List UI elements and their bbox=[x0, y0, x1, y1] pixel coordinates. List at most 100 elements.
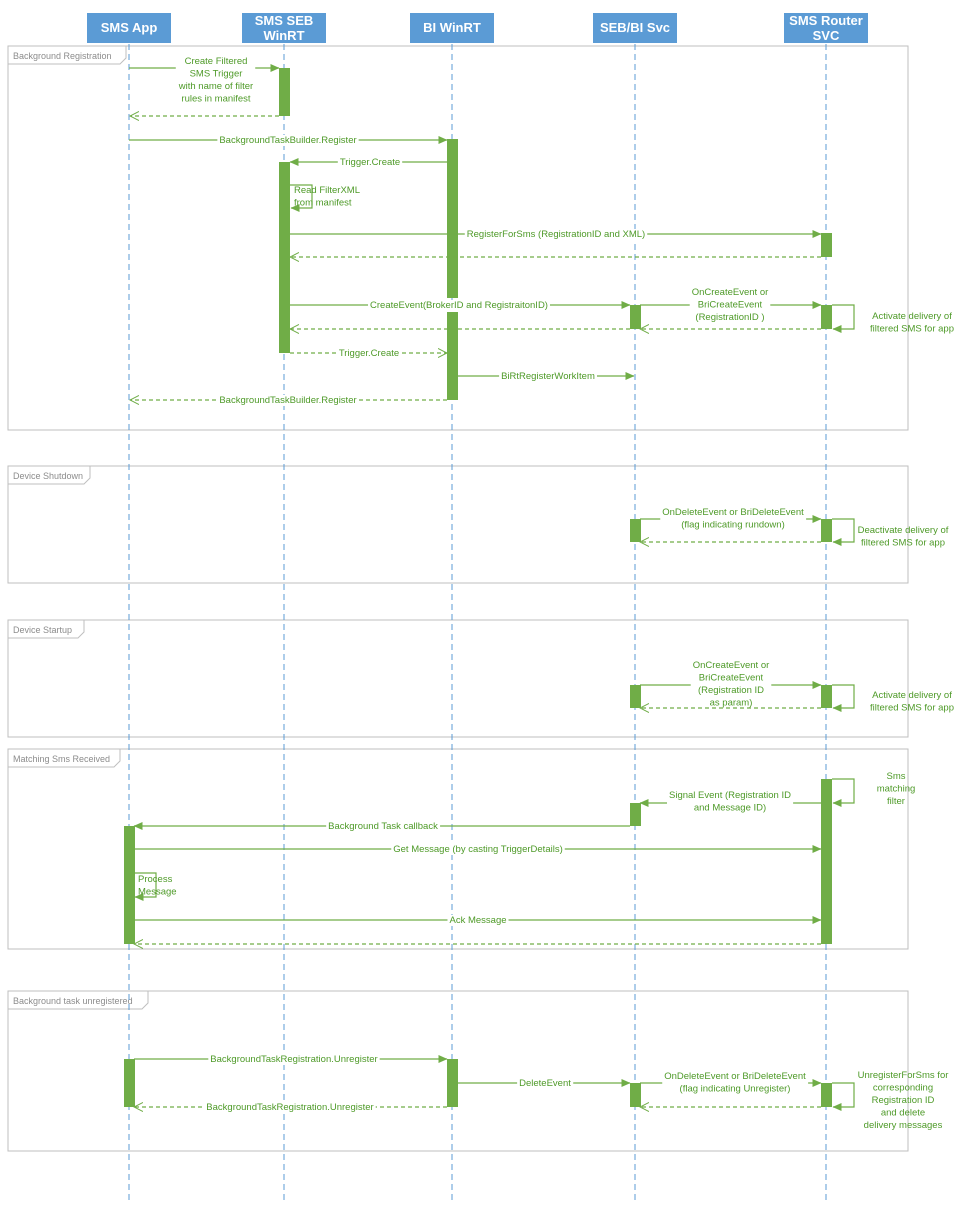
message-m13: Trigger.Create bbox=[290, 348, 447, 359]
message-label: BackgroundTaskRegistration.Unregister bbox=[206, 1102, 373, 1113]
frame-startup: Device Startup bbox=[7, 619, 909, 738]
message-label-bg bbox=[689, 287, 771, 323]
message-label: RegisterForSms (RegistrationID and XML) bbox=[467, 229, 645, 240]
activation-bar-bi bbox=[447, 312, 458, 400]
self-message-arrow bbox=[832, 684, 855, 712]
message-label-bg bbox=[662, 1071, 809, 1095]
activation-bar-bi bbox=[447, 139, 458, 298]
activation-bar-seb bbox=[279, 162, 290, 353]
message-label-bg bbox=[690, 660, 772, 709]
message-label-bg bbox=[447, 915, 509, 926]
self-message-arrow bbox=[832, 518, 855, 546]
message-m29: BackgroundTaskRegistration.Unregister bbox=[134, 1054, 448, 1065]
message-label: Ack Message bbox=[449, 915, 506, 926]
activation-bar-router bbox=[821, 519, 832, 542]
message-label-bg bbox=[499, 371, 597, 382]
frame-border bbox=[7, 45, 909, 431]
message-label: DeleteEvent bbox=[519, 1078, 571, 1089]
self-message-arrow bbox=[134, 872, 157, 901]
participant-label: BI WinRT bbox=[423, 20, 481, 35]
message-label-bg bbox=[368, 300, 550, 311]
frame-title: Background Registration bbox=[13, 51, 112, 61]
message-label-bg bbox=[517, 1078, 574, 1089]
participant-svc: SEB/BI Svc bbox=[593, 13, 677, 43]
message-m14: BiRtRegisterWorkItem bbox=[458, 371, 635, 382]
message-label: Trigger.Create bbox=[340, 157, 400, 168]
message-m8: CreateEvent(BrokerID and RegistraitonID) bbox=[290, 300, 631, 311]
frame-title: Matching Sms Received bbox=[13, 754, 110, 764]
participant-box bbox=[87, 13, 171, 43]
participant-label: SMS App bbox=[101, 20, 158, 35]
message-label: OnDeleteEvent or BriDeleteEvent(flag ind… bbox=[662, 507, 804, 531]
message-m16: OnDeleteEvent or BriDeleteEvent(flag ind… bbox=[640, 507, 822, 531]
activation-bar-app bbox=[124, 826, 135, 944]
activation-bar-svc bbox=[630, 685, 641, 708]
activation-bar-router bbox=[821, 685, 832, 708]
message-label-bg bbox=[217, 395, 359, 406]
message-m6: RegisterForSms (RegistrationID and XML) bbox=[290, 229, 822, 240]
participant-box bbox=[784, 13, 868, 43]
participant-box bbox=[410, 13, 494, 43]
frame-title: Device Startup bbox=[13, 625, 72, 635]
message-m15: BackgroundTaskBuilder.Register bbox=[130, 395, 447, 406]
message-label-bg bbox=[208, 1054, 380, 1065]
participant-box bbox=[242, 13, 326, 43]
frame-tab bbox=[8, 620, 85, 639]
activation-bar-router bbox=[821, 1083, 832, 1107]
message-label-bg bbox=[326, 821, 441, 832]
message-m25: Get Message (by casting TriggerDetails) bbox=[134, 844, 822, 855]
message-label: OnDeleteEvent or BriDeleteEvent(flag ind… bbox=[664, 1071, 806, 1095]
participant-label: SEB/BI Svc bbox=[600, 20, 670, 35]
message-label: Trigger.Create bbox=[339, 348, 399, 359]
frame-tab bbox=[8, 46, 127, 65]
message-label-bg bbox=[660, 507, 807, 531]
frame-border bbox=[7, 990, 909, 1152]
message-m34: BackgroundTaskRegistration.Unregister bbox=[134, 1102, 447, 1113]
message-label-bg bbox=[667, 790, 794, 814]
message-label-bg bbox=[464, 229, 648, 240]
participant-box bbox=[593, 13, 677, 43]
self-message-arrow bbox=[290, 184, 313, 212]
message-m3: BackgroundTaskBuilder.Register bbox=[129, 135, 448, 146]
message-label-bg bbox=[337, 157, 403, 168]
message-label-bg bbox=[217, 135, 359, 146]
activation-bar-router bbox=[821, 233, 832, 257]
activation-bar-router bbox=[821, 305, 832, 329]
message-label: Get Message (by casting TriggerDetails) bbox=[393, 844, 562, 855]
participant-app: SMS App bbox=[87, 13, 171, 43]
message-label: BackgroundTaskRegistration.Unregister bbox=[210, 1054, 377, 1065]
self-message-arrow bbox=[832, 304, 855, 333]
message-m30: DeleteEvent bbox=[458, 1078, 631, 1089]
frame-title: Background task unregistered bbox=[13, 996, 133, 1006]
activation-bar-bi bbox=[447, 1059, 458, 1107]
frame-tab bbox=[8, 991, 149, 1010]
activation-bar-svc bbox=[630, 305, 641, 329]
activation-bar-svc bbox=[630, 1083, 641, 1107]
activation-bar-seb bbox=[279, 68, 290, 116]
self-message-arrow bbox=[832, 1082, 855, 1111]
message-label-bg bbox=[175, 56, 256, 105]
message-label: BackgroundTaskBuilder.Register bbox=[219, 135, 356, 146]
participant-bi: BI WinRT bbox=[410, 13, 494, 43]
